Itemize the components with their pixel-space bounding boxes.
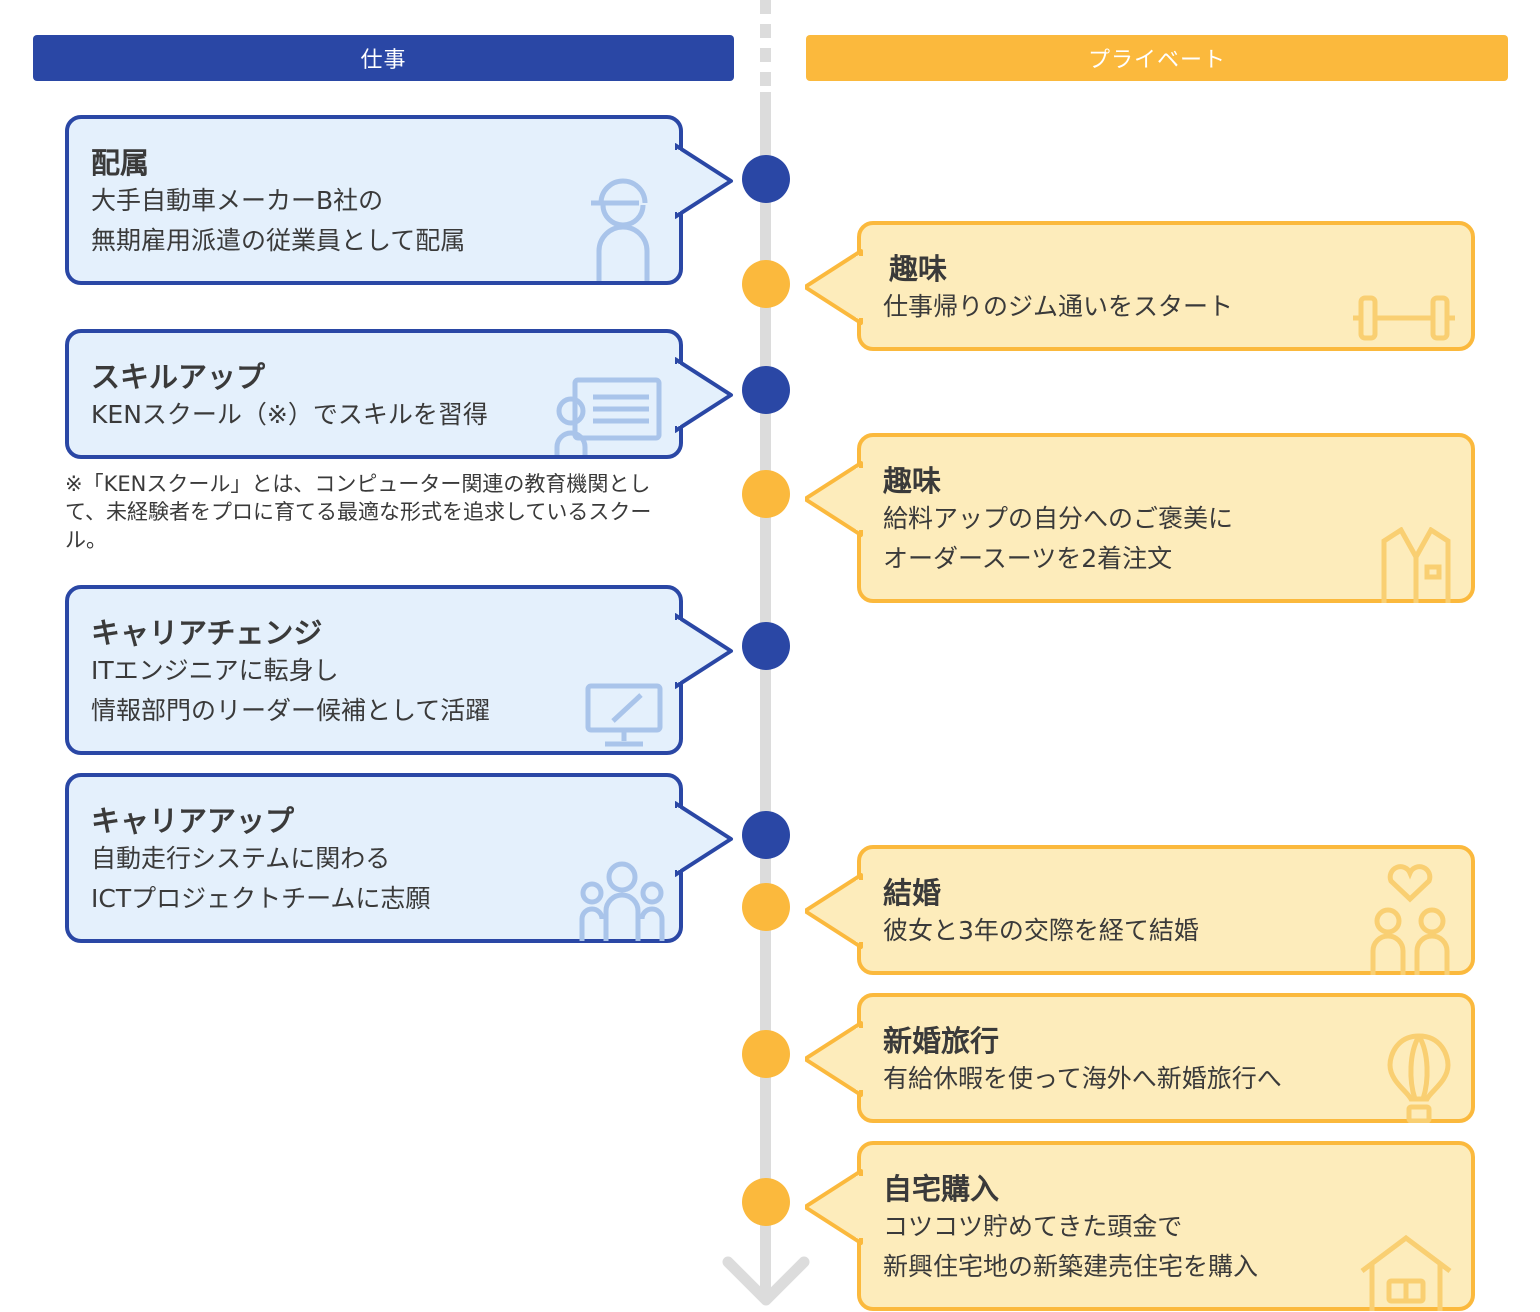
card-text-line: オーダースーツを2着注文 — [883, 544, 1173, 573]
card-text-line: 給料アップの自分へのご褒美に — [883, 504, 1234, 533]
footnote: ※「KENスクール」とは、コンピューター関連の教育機関として、未経験者をプロに育… — [65, 472, 652, 552]
timeline-dot-private-4 — [742, 1030, 790, 1078]
card-title: 結婚 — [883, 876, 942, 910]
speech-tail — [805, 1021, 865, 1097]
header-private-label: プライベート — [1087, 48, 1226, 73]
timeline-dot-private-5 — [742, 1178, 790, 1226]
private-card-home-purchase: 自宅購入 コツコツ貯めてきた頭金で 新興住宅地の新築建売住宅を購入 — [805, 1141, 1475, 1311]
card-text-line: 無期雇用派遣の従業員として配属 — [91, 226, 466, 255]
private-card-hobby-gym: 趣味 仕事帰りのジム通いをスタート — [805, 221, 1475, 351]
card-title: 自宅購入 — [883, 1172, 1000, 1206]
speech-tail — [805, 873, 865, 949]
timeline-dashed-start — [760, 0, 771, 92]
house-icon — [1360, 1235, 1452, 1311]
work-card-career-up: キャリアアップ 自動走行システムに関わる ICTプロジェクトチームに志願 — [65, 773, 733, 943]
work-card-skillup: スキルアップ KENスクール（※）でスキルを習得 — [65, 329, 733, 459]
timeline-dot-work-4 — [742, 811, 790, 859]
card-text-line: 情報部門のリーダー候補として活躍 — [91, 696, 491, 725]
hot-air-balloon-icon — [1387, 1033, 1451, 1123]
timeline-line — [760, 92, 771, 1302]
card-title: キャリアアップ — [91, 804, 295, 838]
card-text-line: 自動走行システムに関わる — [91, 844, 391, 873]
card-title: 配属 — [91, 146, 150, 180]
timeline-arrow-down-icon — [722, 1256, 810, 1306]
header-private: プライベート — [806, 35, 1508, 81]
timeline-dot-private-2 — [742, 470, 790, 518]
card-text-line: ICTプロジェクトチームに志願 — [91, 884, 431, 913]
worker-icon — [591, 178, 650, 281]
card-text-line: 仕事帰りのジム通いをスタート — [883, 292, 1234, 321]
card-title: 趣味 — [889, 252, 948, 286]
private-card-hobby-suit: 趣味 給料アップの自分へのご褒美に オーダースーツを2着注文 — [805, 433, 1475, 603]
timeline-dot-work-2 — [742, 366, 790, 414]
speech-tail — [675, 357, 733, 433]
card-text-line: コツコツ貯めてきた頭金で — [883, 1212, 1183, 1241]
monitor-icon — [585, 683, 663, 747]
speech-tail — [675, 143, 733, 219]
team-icon — [579, 861, 665, 941]
speech-tail — [805, 1169, 865, 1245]
speech-tail — [675, 613, 733, 689]
timeline-dot-private-1 — [742, 260, 790, 308]
card-title: キャリアチェンジ — [91, 616, 323, 650]
card-title: 趣味 — [883, 464, 942, 498]
card-text-line: 新興住宅地の新築建売住宅を購入 — [883, 1252, 1259, 1281]
card-text-line: 大手自動車メーカーB社の — [91, 186, 384, 215]
header-work: 仕事 — [33, 35, 734, 81]
card-title: スキルアップ — [91, 360, 266, 394]
work-card-career-change: キャリアチェンジ ITエンジニアに転身し 情報部門のリーダー候補として活躍 — [65, 585, 733, 755]
timeline-dot-work-3 — [742, 622, 790, 670]
dumbbell-icon — [1353, 295, 1455, 341]
work-card-assignment: 配属 大手自動車メーカーB社の 無期雇用派遣の従業員として配属 — [65, 115, 733, 285]
timeline-dot-work-1 — [742, 155, 790, 203]
card-text-line: 有給休暇を使って海外へ新婚旅行へ — [883, 1064, 1282, 1093]
card-text-line: 彼女と3年の交際を経て結婚 — [883, 916, 1199, 945]
card-text-line: ITエンジニアに転身し — [91, 656, 339, 685]
card-title: 新婚旅行 — [883, 1024, 1000, 1058]
timeline-dot-private-3 — [742, 883, 790, 931]
suit-icon — [1381, 527, 1451, 603]
header-work-label: 仕事 — [360, 48, 407, 73]
speech-tail — [675, 801, 733, 877]
couple-heart-icon — [1370, 864, 1450, 975]
lecture-icon — [554, 377, 662, 455]
speech-tail — [805, 461, 865, 537]
speech-tail — [805, 249, 865, 325]
private-card-marriage: 結婚 彼女と3年の交際を経て結婚 — [805, 845, 1475, 975]
private-card-honeymoon: 新婚旅行 有給休暇を使って海外へ新婚旅行へ — [805, 993, 1475, 1123]
card-text-line: KENスクール（※）でスキルを習得 — [91, 400, 488, 429]
